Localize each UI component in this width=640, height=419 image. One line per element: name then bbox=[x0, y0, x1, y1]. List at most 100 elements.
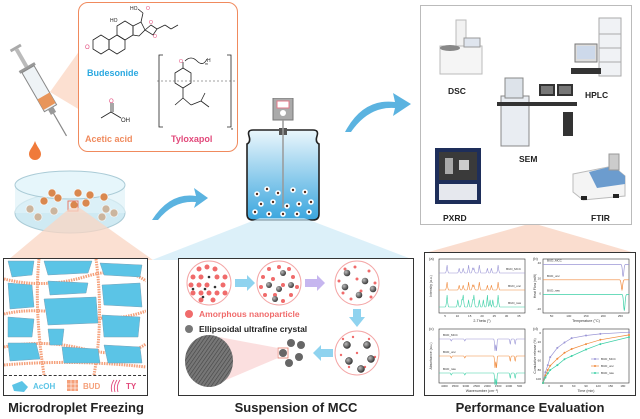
x-axis-label: 2-Theta (°) bbox=[473, 319, 490, 323]
callout-beam bbox=[50, 50, 80, 110]
data-point bbox=[628, 333, 630, 336]
y-tick-label: 60 bbox=[538, 359, 542, 363]
x-tick-label: 60 bbox=[572, 384, 576, 388]
panel-label: (d) bbox=[533, 326, 539, 331]
sem-label: SEM bbox=[519, 154, 538, 164]
stage-1-circle bbox=[186, 260, 232, 306]
x-tick-label: 120 bbox=[596, 384, 601, 388]
legend-divider bbox=[4, 375, 146, 376]
data-point bbox=[544, 376, 547, 379]
data-point bbox=[585, 348, 587, 351]
dsc-instrument-icon bbox=[439, 19, 483, 75]
hplc-label: HPLC bbox=[585, 90, 609, 100]
data-point bbox=[556, 357, 559, 360]
acetic-acid-structure: O OH bbox=[100, 99, 130, 124]
data-point bbox=[546, 364, 549, 367]
series-label: BUD_unc bbox=[508, 284, 521, 288]
y-tick-label: 80 bbox=[538, 368, 542, 372]
microdroplet-freezing-panel: AcOH BUD TY bbox=[3, 258, 148, 396]
legend-marker bbox=[594, 358, 596, 360]
svg-text:m: m bbox=[205, 62, 208, 66]
release-series-line bbox=[542, 331, 630, 384]
acetic-acid-label: Acetic acid bbox=[85, 134, 133, 144]
dsc-series-line bbox=[543, 279, 629, 292]
x-tick-label: 4000 bbox=[441, 384, 448, 388]
x-tick-label: 150 bbox=[583, 314, 588, 318]
svg-text:O: O bbox=[149, 20, 153, 26]
x-tick-label: 0 bbox=[548, 384, 550, 388]
budesonide-structure: O HO HO O O O bbox=[85, 6, 179, 55]
x-tick-label: 1000 bbox=[506, 384, 513, 388]
performance-caption: Performance Evaluation bbox=[455, 400, 605, 415]
ftir-series-line bbox=[439, 372, 525, 386]
x-tick-label: 5 bbox=[444, 314, 446, 318]
y-axis-label: Cumulative release (%) bbox=[533, 338, 537, 373]
pxrd-label: PXRD bbox=[443, 213, 467, 223]
x-tick-label: 500 bbox=[517, 384, 522, 388]
data-point bbox=[570, 355, 573, 357]
legend-label: BUD_unc bbox=[601, 364, 614, 368]
svg-text:O: O bbox=[153, 34, 157, 40]
panel-label: (c) bbox=[429, 326, 434, 331]
mcc-suspension-panel: Amorphous nanoparticle Ellipsoidal ultra… bbox=[178, 258, 414, 396]
data-point bbox=[570, 337, 573, 340]
x-tick-label: 20 bbox=[480, 314, 484, 318]
bud-legend-label: BUD bbox=[83, 382, 101, 391]
data-point bbox=[628, 336, 630, 339]
amorphous-legend-marker bbox=[185, 310, 193, 318]
tyloxapol-label: Tyloxapol bbox=[171, 134, 213, 144]
series-label: BUD_raw bbox=[508, 301, 522, 305]
x-tick-label: 2500 bbox=[473, 384, 480, 388]
chart-frame bbox=[438, 258, 526, 314]
data-point bbox=[544, 371, 547, 374]
series-label: BUD_MCC bbox=[443, 333, 459, 337]
x-axis-label: Time (min) bbox=[577, 389, 594, 393]
series-label: BUD_raw bbox=[443, 367, 457, 371]
pxrd-instrument-icon bbox=[435, 148, 481, 204]
crystal-cluster bbox=[279, 339, 305, 367]
data-point bbox=[556, 364, 559, 367]
x-tick-label: 3000 bbox=[463, 384, 470, 388]
hplc-instrument-icon bbox=[571, 17, 622, 77]
x-tick-label: 35 bbox=[517, 314, 521, 318]
y-tick-label: 0 bbox=[539, 292, 541, 296]
data-point bbox=[563, 351, 566, 354]
data-point bbox=[599, 332, 602, 335]
zoom-beam-performance bbox=[425, 225, 635, 253]
zoom-beam-mcc bbox=[152, 218, 414, 260]
data-point bbox=[549, 356, 552, 359]
svg-text:O: O bbox=[179, 59, 183, 65]
arrow-icon bbox=[345, 93, 411, 132]
dsc-series-line bbox=[543, 294, 629, 311]
instruments-panel: DSC HPLC SEM PXRD FTIR bbox=[420, 5, 632, 225]
series-label: BUD_unc bbox=[443, 350, 456, 354]
y-tick-label: 0 bbox=[539, 331, 541, 335]
syringe-icon bbox=[9, 43, 68, 137]
legend-label: BUD_raw bbox=[601, 371, 615, 375]
data-point bbox=[599, 338, 602, 341]
legend-marker bbox=[594, 365, 596, 367]
y-tick-label: -20 bbox=[537, 307, 542, 311]
data-point bbox=[542, 382, 544, 384]
bud-legend-icon bbox=[67, 380, 78, 391]
data-point bbox=[549, 364, 552, 367]
y-tick-label: 20 bbox=[538, 340, 542, 344]
x-tick-label: 150 bbox=[608, 384, 613, 388]
data-point bbox=[570, 347, 573, 350]
x-tick-label: 30 bbox=[505, 314, 509, 318]
series-label: BUD_raw bbox=[547, 288, 561, 292]
x-tick-label: 1500 bbox=[495, 384, 502, 388]
tyloxapol-structure: O H m n bbox=[157, 54, 235, 131]
acoh-legend-label: AcOH bbox=[33, 382, 56, 391]
data-point bbox=[549, 369, 552, 372]
ty-legend-icon bbox=[110, 379, 121, 393]
x-tick-label: 180 bbox=[620, 384, 625, 388]
x-tick-label: 10 bbox=[456, 314, 460, 318]
dsc-label: DSC bbox=[448, 86, 466, 96]
x-axis-label: Wavenumber (cm⁻¹) bbox=[466, 389, 499, 393]
ellipsoidal-crystal-zoom bbox=[185, 335, 233, 387]
chart-frame bbox=[542, 258, 630, 314]
x-tick-label: 25 bbox=[493, 314, 497, 318]
